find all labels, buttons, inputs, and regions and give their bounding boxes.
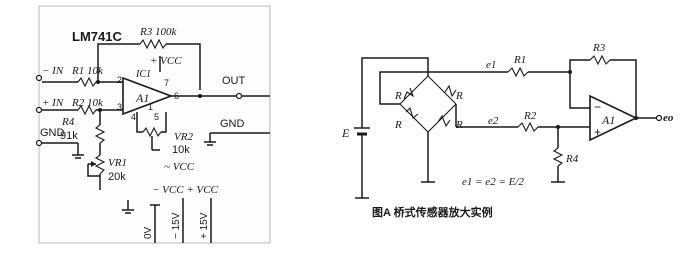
bridge-wire-tl	[399, 75, 429, 105]
opamp-triangle	[122, 76, 174, 116]
eo-terminal	[655, 114, 663, 122]
gnd-left-terminal	[35, 139, 43, 147]
figure-caption: 图A 桥式传感器放大实例	[372, 205, 493, 219]
vr1-value: 20k	[108, 171, 126, 183]
opamp-right-a1-label: A1	[601, 113, 615, 127]
bridge-resistor-tl	[403, 87, 415, 100]
opamp-a1-label: A1	[135, 91, 149, 105]
pin-m15-label: − 15V	[171, 212, 182, 239]
in-plus-terminal	[35, 106, 43, 114]
opamp-right-triangle	[589, 94, 638, 142]
pin2-label: 2	[117, 75, 122, 85]
bridge-wire-tr	[427, 75, 457, 105]
vr1-wiper-arrow	[91, 161, 96, 167]
r1-right-label: R1	[513, 54, 526, 66]
node-output-right	[634, 116, 638, 120]
bridge-r-tl-label: R	[394, 90, 402, 102]
node-output	[198, 94, 202, 98]
left-board-frame	[38, 5, 271, 244]
pin-p15-label: + 15V	[199, 212, 210, 239]
pin-0v-label: 0V	[143, 226, 154, 239]
eo-label: eo	[663, 112, 674, 124]
ic1-label: IC1	[135, 69, 151, 80]
e1-label: e1	[486, 59, 496, 71]
pin5-label: 5	[154, 112, 159, 122]
bridge-resistor-tr	[444, 84, 457, 98]
vr2-label: VR2	[174, 131, 193, 143]
r3-label: R3 100k	[139, 26, 177, 38]
vr1-wiper-wire	[87, 164, 100, 177]
opamp-plus-label: +	[594, 125, 601, 139]
r2-resistor-right	[517, 121, 539, 133]
r2-label: R2 10k	[71, 97, 104, 109]
gnd-right-label: GND	[220, 118, 245, 130]
vr2-resistor	[142, 126, 162, 138]
gnd-left-label: GND	[40, 127, 65, 139]
feedback-wire-left	[97, 43, 140, 82]
bridge-r-br-label: R	[455, 119, 463, 131]
pin7-label: 7	[164, 78, 169, 88]
r1-resistor-right	[507, 66, 529, 78]
r1-resistor	[77, 76, 97, 88]
chip-label: LM741C	[72, 29, 122, 44]
e2-label: e2	[488, 115, 499, 127]
feedback-wire-right	[166, 43, 201, 90]
r4-resistor	[94, 124, 106, 144]
vcc-top-label: + VCC	[150, 55, 182, 67]
in-plus-label: + IN	[42, 97, 64, 109]
r4-value: 91k	[60, 130, 78, 142]
vr1-resistor	[94, 154, 106, 175]
vr2-left-wire	[136, 112, 143, 133]
vr1-label: VR1	[108, 157, 127, 169]
bridge-wire-br	[427, 103, 457, 133]
right-circuit: E R R R R e1 R1 R3 e2 R2	[341, 42, 674, 219]
pin4-label: 4	[131, 112, 136, 122]
r2-right-label: R2	[523, 110, 537, 122]
bridge-wire-bl	[399, 103, 429, 133]
left-circuit: LM741C R3 100k + VCC IC1 A1 2 3 4 5 6 7 …	[35, 5, 271, 244]
r4-resistor-right	[552, 147, 564, 167]
r1-label: R1 10k	[71, 65, 104, 77]
formula-text: e1 = e2 = E/2	[462, 176, 524, 188]
neg-vcc-label: ~ VCC	[164, 161, 195, 173]
bridge-r-bl-label: R	[394, 119, 402, 131]
r3-resistor-right	[589, 54, 611, 66]
pin3-label: 3	[117, 102, 122, 112]
vr2-value: 10k	[172, 144, 190, 156]
opamp-minus-label: −	[594, 100, 601, 114]
e-source-label: E	[341, 126, 350, 140]
vr2-right-wire	[161, 112, 167, 133]
r3-right-label: R3	[592, 42, 606, 54]
in-minus-label: − IN	[42, 65, 64, 77]
pin1-label: 1	[148, 102, 153, 112]
bridge-resistor-bl	[405, 106, 419, 119]
node-inverting	[96, 80, 100, 84]
r2-resistor	[77, 104, 97, 116]
r3-resistor	[139, 38, 167, 50]
r4-right-label: R4	[565, 153, 579, 165]
bottom-vcc-label: − VCC + VCC	[152, 184, 219, 196]
out-label: OUT	[222, 75, 246, 87]
r3-fb-left	[569, 59, 590, 72]
r1-to-inv-wire	[528, 71, 590, 109]
bridge-r-tr-label: R	[455, 90, 463, 102]
bus-top	[361, 57, 429, 128]
out-terminal	[235, 92, 243, 100]
bridge-resistor-br	[437, 114, 451, 128]
in-minus-terminal	[35, 74, 43, 82]
r3-fb-right	[610, 59, 637, 118]
e1-wire	[379, 71, 508, 105]
r4-label: R4	[61, 116, 75, 128]
